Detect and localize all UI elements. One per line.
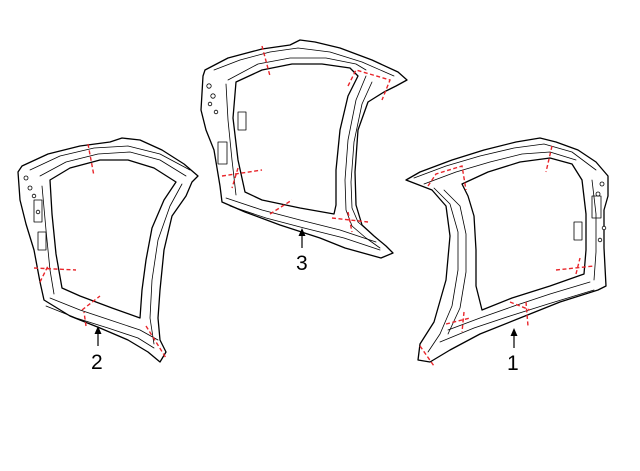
part-1-hole xyxy=(597,237,603,243)
part-1-cut-line xyxy=(525,301,529,327)
part-3-b-pillar-inner xyxy=(350,81,373,235)
part-3-sill-rail xyxy=(225,197,377,243)
part-3-hole xyxy=(213,109,219,115)
part-1-roof-rail-inner xyxy=(423,151,577,185)
part-2-hinge-bracket xyxy=(33,199,43,223)
part-1-sill-rail xyxy=(447,281,591,331)
part-1-hinge-bracket xyxy=(591,195,602,219)
part-2-cut-line xyxy=(87,143,95,177)
part-3-hole xyxy=(210,93,216,99)
part-2-callout-arrowhead xyxy=(94,326,102,334)
part-3-cut-line xyxy=(347,211,353,233)
part-2-cut-line xyxy=(83,311,87,327)
part-3-callout-arrowhead xyxy=(298,228,306,236)
part-3-outline xyxy=(200,39,408,259)
part-3-a-pillar xyxy=(225,83,237,196)
part-1-hole xyxy=(599,181,605,187)
part-2-outline xyxy=(17,137,199,363)
part-2-roof-rail-inner xyxy=(29,145,191,171)
part-3-inner-rail xyxy=(227,57,367,81)
part-2-hole xyxy=(31,193,37,199)
part-3-hole xyxy=(206,83,212,89)
part-3-cut-line xyxy=(347,69,391,101)
part-2-roof-rail xyxy=(39,151,187,177)
part-3-side-panel: 3 xyxy=(200,39,408,275)
part-2-sill-rail-lower xyxy=(45,305,155,349)
part-3-sill-rail-lower xyxy=(229,205,381,251)
part-2-cut-line xyxy=(33,267,77,271)
part-1-cut-line xyxy=(575,257,581,275)
part-1-cut-line xyxy=(461,311,465,333)
part-1-cut-line xyxy=(427,165,467,191)
part-1-cut-line xyxy=(509,301,531,311)
callout-label-3: 3 xyxy=(296,252,308,275)
part-1-hole xyxy=(595,191,601,197)
callout-label-2: 2 xyxy=(91,351,103,374)
part-3-cut-line xyxy=(269,199,293,215)
part-1-cut-line xyxy=(445,317,471,325)
part-1-callout-arrowhead xyxy=(510,328,518,336)
part-2-hole xyxy=(23,175,29,181)
part-1-opening xyxy=(461,157,587,311)
part-1-cut-line xyxy=(419,345,435,367)
part-2-sill-rail xyxy=(49,297,159,341)
part-3-hole xyxy=(207,101,213,107)
part-1-c-pillar xyxy=(591,179,597,281)
part-1-b-pillar-inner xyxy=(443,189,467,335)
part-1-b-pillar xyxy=(427,187,459,353)
part-1-cut-line xyxy=(555,265,595,271)
part-3-hinge-bracket xyxy=(217,141,228,165)
part-3-cut-line xyxy=(221,169,263,177)
part-1-outline xyxy=(405,137,609,363)
part-3-b-pillar xyxy=(344,75,381,249)
part-2-cut-line xyxy=(39,265,49,283)
part-3-opening xyxy=(232,63,359,215)
part-2-cut-line xyxy=(81,295,101,311)
callout-label-1: 1 xyxy=(507,352,519,375)
part-1-side-panel: 1 xyxy=(405,137,609,375)
part-2-hole xyxy=(35,209,41,215)
part-1-hinge-bracket-2 xyxy=(573,221,583,241)
part-2-opening xyxy=(49,159,177,319)
part-2-side-panel: 2 xyxy=(17,137,199,374)
part-1-roof-rail xyxy=(413,143,597,179)
part-2-c-pillar xyxy=(149,183,183,345)
part-2-hole xyxy=(27,185,33,191)
part-1-sill-rail-lower xyxy=(439,289,595,343)
part-1-hole xyxy=(601,225,607,231)
part-1-cut-line xyxy=(545,145,553,173)
part-3-hinge-bracket-2 xyxy=(237,111,247,131)
part-3-cut-line xyxy=(261,45,271,77)
part-2-a-pillar xyxy=(41,185,55,295)
part-3-roof-rail xyxy=(213,47,395,77)
part-2-hinge-bracket-2 xyxy=(37,231,47,251)
part-3-cut-line xyxy=(231,167,239,189)
